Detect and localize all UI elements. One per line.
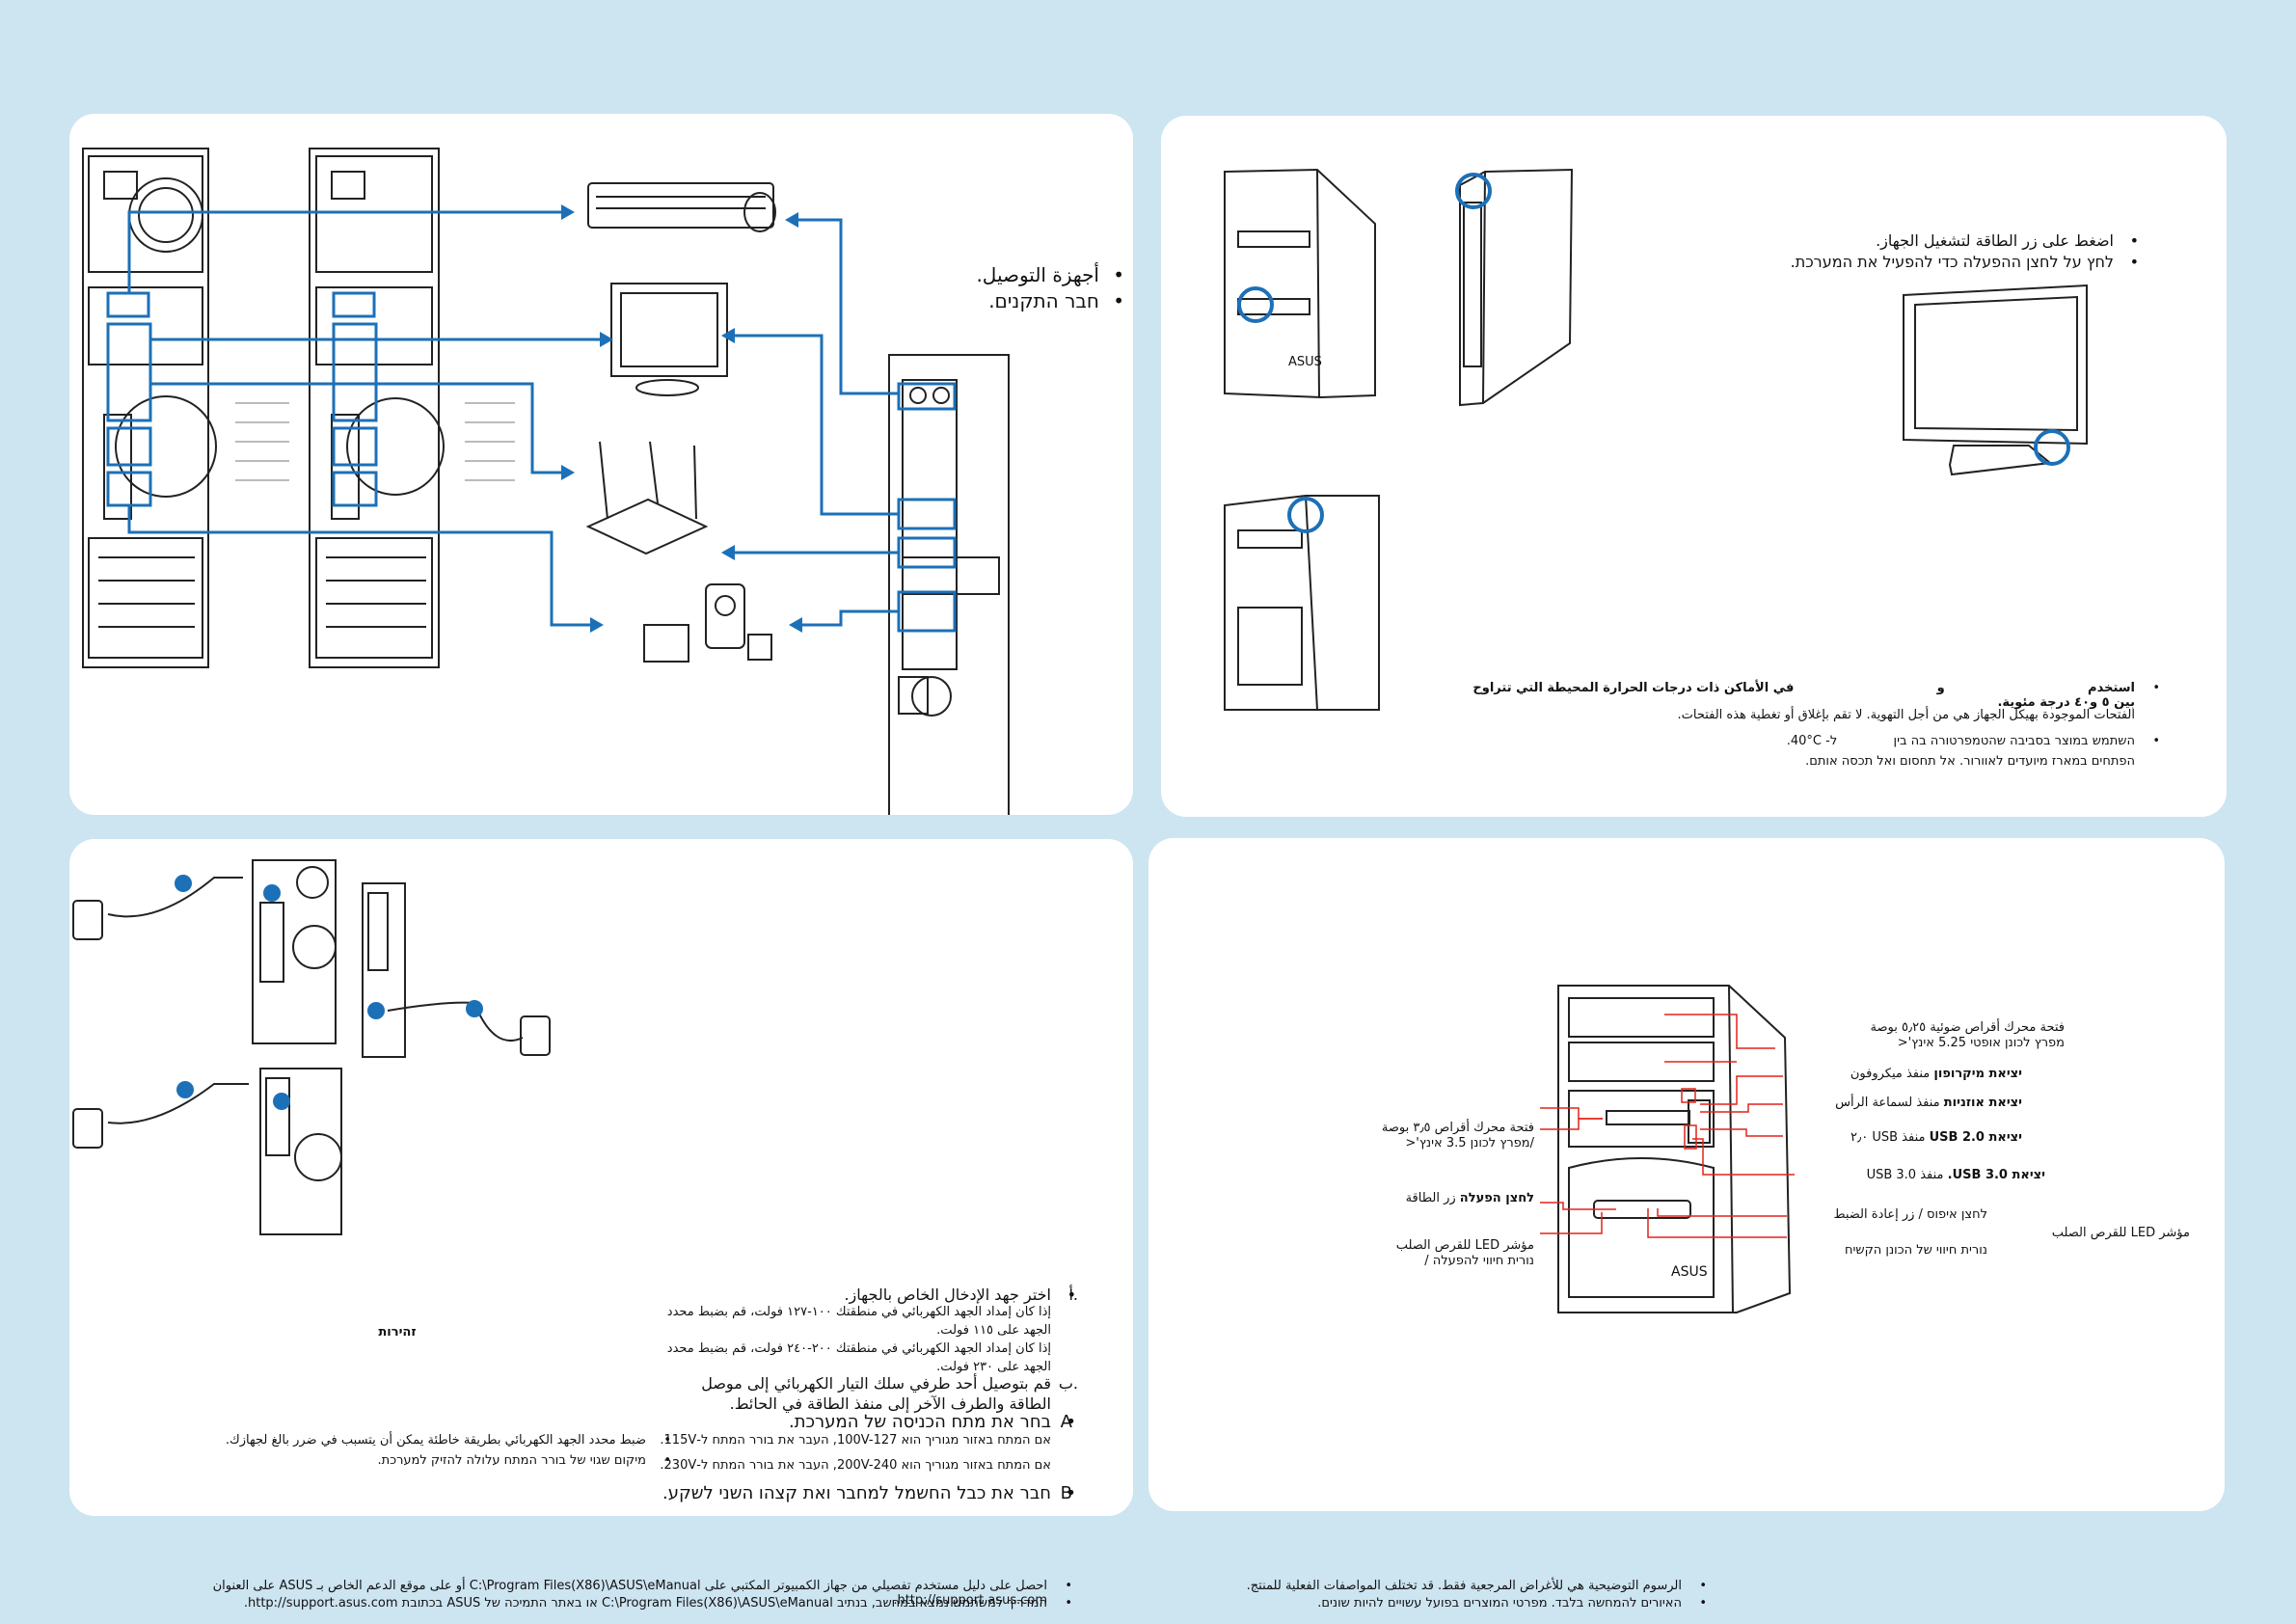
step-a-line3-ar: إذا كان إمداد الجهد الكهربائي في منطقتك … — [666, 1341, 1051, 1356]
panel-voltage-power-cord: זהירות أ. اختر جهد الإدخال الخاص بالجهاز… — [69, 839, 1133, 1516]
label-drive35-ar: فتحة محرك أقراص ٣٫٥ بوصة — [1381, 1121, 1534, 1135]
ventilation-temperature-range: في الأماكن ذات درجات الحرارة المحيطة الت… — [1472, 681, 2135, 710]
connect-bullet-ar: أجهزة التوصيل. — [810, 263, 1124, 286]
label-usb2-ar: منفذ USB ٢٫٠ — [1850, 1130, 1926, 1145]
ventilation-detail-ar: الفتحات الموجودة بهيكل الجهاز هي من أجل … — [1677, 708, 2136, 722]
warning-voltage-ar: ضبط محدد الجهد الكهربائي بطريقة خاطئة يم… — [145, 1433, 671, 1448]
ventilation-and-word: و — [1936, 681, 1945, 695]
step-a-115v-he: אם המתח באזור מגוריך הוא 100V-127, העבר … — [660, 1433, 1051, 1448]
label-power-led-he: נורית חיווי להפעלה / — [1424, 1254, 1534, 1268]
label-power-he: לחצן הפעלה — [1459, 1191, 1534, 1205]
ventilation-he-end: 40°C. — [1786, 734, 1823, 748]
connect-devices-illustration — [82, 148, 1010, 815]
label-usb2: יציאת USB 2.0 منفذ USB ٢٫٠ — [1771, 1130, 2022, 1145]
step-b-marker-ar: ب. — [1058, 1374, 1078, 1393]
label-usb2-he: יציאת USB 2.0 — [1929, 1130, 2022, 1145]
front-tower-brand: ASUS — [1671, 1264, 1708, 1280]
label-headphone-he: יציאת אוזניות — [1943, 1096, 2022, 1110]
ventilation-detail-he: הפתחים במארז מיועדים לאוורור. אל תחסום ו… — [1805, 754, 2135, 769]
power-bullet-ar: اضغط على زر الطاقة لتشغيل الجهاز. — [1632, 231, 2139, 250]
step-a-line1-ar: إذا كان إمداد الجهد الكهربائي في منطقتك … — [666, 1305, 1051, 1319]
step-a-title-he: בחר את מתח הכניסה של המערכת. — [636, 1412, 1076, 1432]
label-reset-he: לחצן איפוס / — [1918, 1207, 1987, 1222]
panel-connect-devices: أجهزة التوصيل. חבר התקנים. — [69, 114, 1133, 815]
step-b-line2-ar: الطاقة والطرف الآخر إلى منفذ الطاقة في ا… — [729, 1394, 1051, 1413]
label-drive35-he: /מפרץ לכונן 3.5 אינץ'< — [1405, 1136, 1534, 1150]
label-mic-he: יציאת מיקרופון — [1933, 1067, 2022, 1081]
label-headphone-ar: منفذ لسماعة الرأس — [1835, 1096, 1940, 1110]
power-cord-illustration — [72, 859, 551, 1235]
panel-power-on: ASUS اضغط على زر الطاقة لتشغيل الجهاز. ל… — [1161, 116, 2227, 817]
front-panel-illustration — [1540, 985, 1795, 1313]
label-reset-ar: زر إعادة الضبط — [1833, 1207, 1915, 1222]
footer-emanual-he: המדריך למשתמש נמצא במחשב, בנתיב C:\Progr… — [83, 1596, 1072, 1610]
label-hdd-led-ar: مؤشر LED للقرص الصلب — [2051, 1226, 2190, 1240]
label-usb3: יציאת USB 3.0. منفذ USB 3.0 — [1746, 1168, 2045, 1182]
warnings-title: זהירות — [378, 1325, 417, 1340]
ventilation-note-he: השתמש במוצר בסביבה שהטמפרטורה בה בין ל- … — [1460, 734, 2160, 748]
ventilation-he-start: השתמש במוצר בסביבה שהטמפרטורה בה בין — [1893, 734, 2135, 748]
step-b-title-he: חבר את כבל החשמל למחבר ואת קצהו השני לשק… — [636, 1483, 1076, 1503]
label-drive525-ar: فتحة محرك أقراص ضوئية ٥٫٢٥ بوصة — [1870, 1020, 2065, 1035]
power-on-illustration — [1224, 168, 2088, 711]
label-usb3-he: יציאת USB 3.0. — [1947, 1168, 2045, 1182]
label-usb3-ar: منفذ USB 3.0 — [1866, 1168, 1944, 1182]
label-reset: לחצן איפוס / زر إعادة الضبط — [1795, 1207, 1987, 1222]
ventilation-note-ar: استخدم و في الأماكن ذات درجات الحرارة ال… — [1460, 681, 2160, 710]
warning-voltage-he: מיקום שגוי של בורר המתח עלולה להזיק למער… — [145, 1453, 671, 1468]
connect-bullet-he: חבר התקנים. — [810, 289, 1124, 312]
ventilation-he-gap: ל- — [1825, 734, 1838, 748]
label-hdd-led-he: נורית חיווי של הכונן הקשיח — [1844, 1243, 1987, 1258]
label-mic-ar: منفذ ميكروفون — [1850, 1067, 1931, 1081]
label-mic: יציאת מיקרופון منفذ ميكروفون — [1771, 1067, 2022, 1081]
step-a-title-ar: اختر جهد الإدخال الخاص بالجهاز. — [636, 1286, 1076, 1304]
label-drive525-he: מפרץ לכונן אופטי 5.25 אינץ'< — [1897, 1036, 2065, 1050]
step-b-line1-ar: قم بتوصيل أحد طرفي سلك التيار الكهربائي … — [701, 1374, 1051, 1393]
label-power-button: לחצן הפעלה زر الطاقة — [1291, 1191, 1534, 1205]
label-headphone: יציאת אוזניות منفذ لسماعة الرأس — [1771, 1096, 2022, 1110]
step-a-line2-ar: الجهد على ١١٥ فولت. — [936, 1323, 1051, 1338]
power-tower-brand: ASUS — [1288, 355, 1322, 369]
ventilation-use-word: استخدم — [2088, 681, 2135, 695]
step-a-230v-he: אם המתח באזור מגוריך הוא 200V-240, העבר … — [660, 1458, 1051, 1473]
panel-front-features: ASUS فتحة محرك أقراص ضوئية ٥٫٢٥ بوصة מפר… — [1148, 838, 2225, 1511]
footer-disclaimer-he: האיורים להמחשה בלבד. מפרטי המוצרים בפועל… — [1103, 1596, 1707, 1610]
footer-disclaimer-ar: الرسوم التوضيحية هي للأغراض المرجعية فقط… — [1103, 1579, 1707, 1593]
step-a-line4-ar: الجهد على ٢٣٠ فولت. — [936, 1360, 1051, 1374]
label-power-ar: زر الطاقة — [1405, 1191, 1456, 1205]
power-bullet-he: לחץ על לחצן ההפעלה כדי להפעיל את המערכת. — [1632, 253, 2139, 271]
label-power-led-ar: مؤشر LED للقرص الصلب — [1395, 1238, 1534, 1253]
